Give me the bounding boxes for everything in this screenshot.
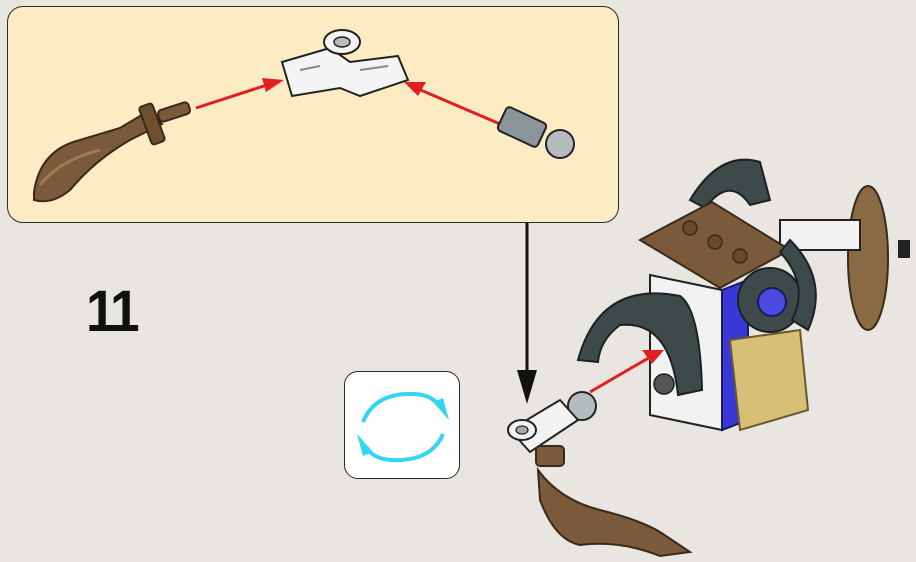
main-model [578, 160, 910, 430]
